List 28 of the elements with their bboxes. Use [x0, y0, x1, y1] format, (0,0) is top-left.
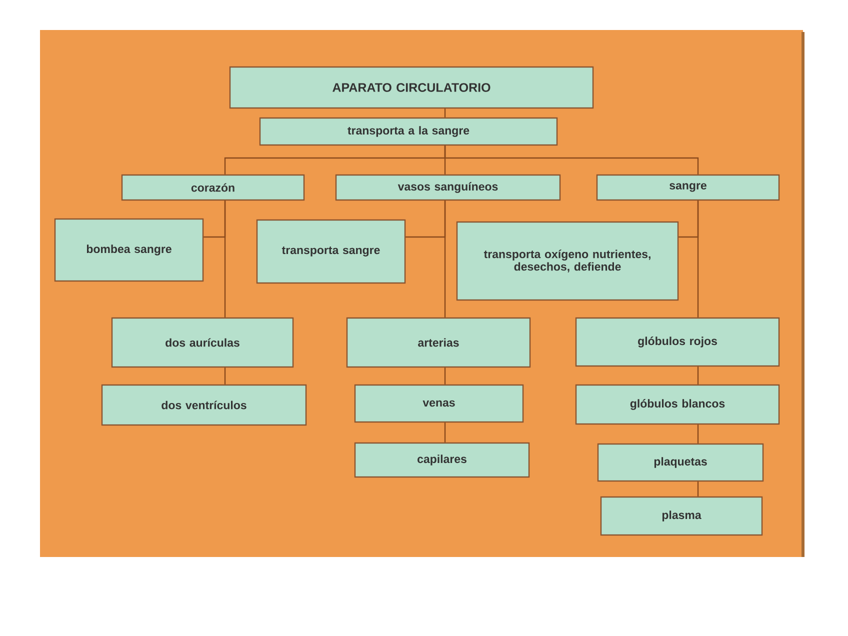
concept-box: transporta a la sangre [259, 117, 558, 146]
concept-box: dos ventrículos [101, 384, 307, 426]
concept-box: capilares [354, 442, 530, 478]
concept-box: sangre [596, 174, 780, 201]
connector-line [444, 108, 446, 118]
connector-line [697, 482, 699, 496]
concept-box: plasma [600, 496, 763, 536]
concept-box: arterias [346, 317, 531, 368]
concept-box: transporta oxígeno nutrientes, desechos, defiende [456, 221, 679, 301]
connector-line [697, 366, 699, 384]
concept-box: vasos sanguíneos [335, 174, 561, 201]
connector-line [444, 146, 699, 174]
connector-line [224, 200, 226, 318]
connector-line [697, 424, 699, 444]
concept-box: corazón [121, 174, 305, 201]
concept-box: dos aurículas [111, 317, 294, 368]
concept-box: transporta sangre [256, 219, 406, 284]
concept-box: plaquetas [597, 443, 764, 482]
connector-line [444, 368, 446, 384]
concept-box: glóbulos blancos [575, 384, 780, 425]
connector-line [444, 422, 446, 442]
concept-box: bombea sangre [54, 218, 204, 282]
connector-line [224, 368, 226, 384]
concept-box: APARATO CIRCULATORIO [229, 66, 594, 109]
connector-line [444, 200, 446, 318]
concept-box: venas [354, 384, 524, 423]
concept-box: glóbulos rojos [575, 317, 780, 367]
connector-line [697, 200, 699, 318]
